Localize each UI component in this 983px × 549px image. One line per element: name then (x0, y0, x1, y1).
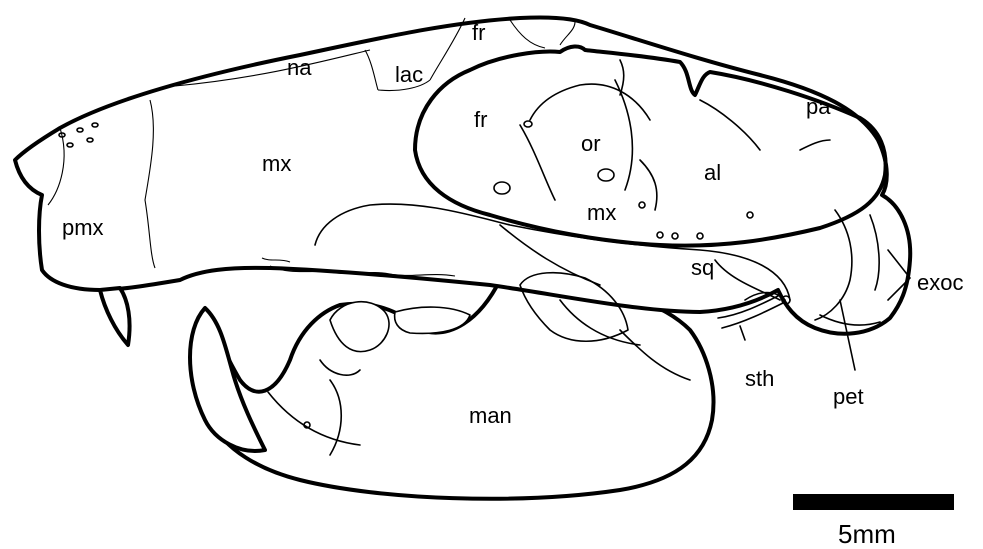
label-mx-orbit: mx (587, 200, 616, 225)
label-fr-orbit: fr (474, 107, 487, 132)
label-sq: sq (691, 255, 714, 280)
label-fr-top: fr (472, 20, 485, 45)
scale-bar (793, 494, 954, 510)
label-pa: pa (806, 94, 831, 119)
label-sth: sth (745, 366, 774, 391)
label-pet: pet (833, 384, 864, 409)
label-lac: lac (395, 62, 423, 87)
scale-bar-label: 5mm (838, 519, 896, 549)
mandible (190, 280, 713, 499)
cranium (15, 17, 910, 345)
label-man: man (469, 403, 512, 428)
label-or: or (581, 131, 601, 156)
label-exoc: exoc (917, 270, 963, 295)
label-pmx: pmx (62, 215, 104, 240)
label-na: na (287, 55, 312, 80)
label-mx-face: mx (262, 151, 291, 176)
label-al: al (704, 160, 721, 185)
